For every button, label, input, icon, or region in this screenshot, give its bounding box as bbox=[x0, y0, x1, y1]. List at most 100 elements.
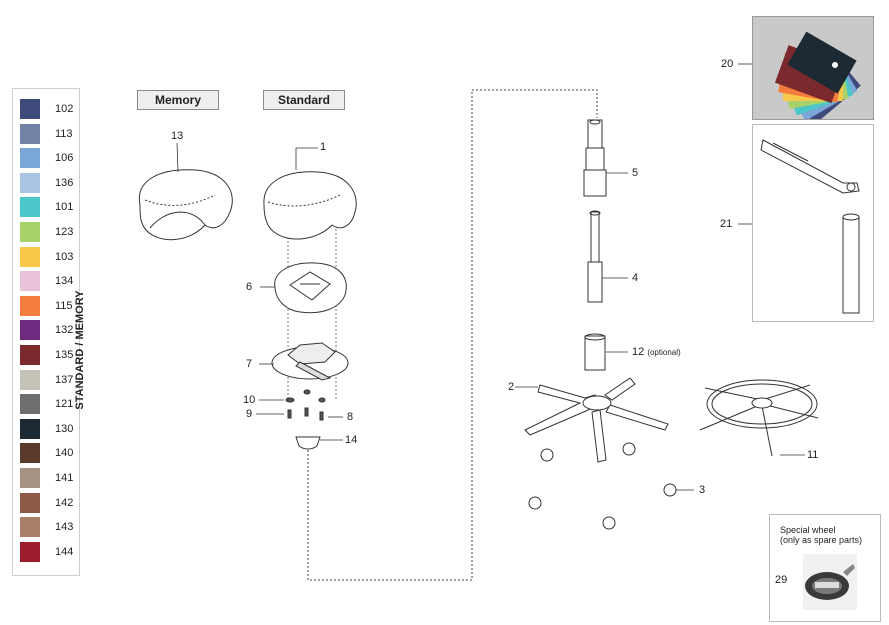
mechanism-plate-drawing bbox=[271, 342, 349, 381]
cap-drawing bbox=[295, 436, 321, 450]
color-code: 123 bbox=[55, 226, 74, 238]
memory-label: Memory bbox=[137, 90, 219, 110]
part-number-9: 9 bbox=[246, 408, 253, 420]
color-swatch bbox=[20, 369, 40, 390]
part-number-12: 12 (optional) bbox=[632, 346, 681, 358]
swatch-row-142: 142 bbox=[19, 492, 77, 515]
swatch-row-135: 135 bbox=[19, 345, 77, 367]
color-swatch bbox=[20, 271, 40, 292]
color-code: 102 bbox=[55, 103, 74, 115]
swatch-row-113: 113 bbox=[19, 123, 77, 146]
swatch-row-136: 136 bbox=[19, 172, 77, 195]
color-code: 113 bbox=[55, 127, 73, 140]
wheel-icon bbox=[805, 564, 855, 600]
special-wheel-box: Special wheel (only as spare parts) bbox=[769, 514, 881, 622]
part-number-2: 2 bbox=[508, 381, 515, 393]
casters-drawing bbox=[528, 442, 677, 530]
color-code: 103 bbox=[55, 250, 74, 263]
special-wheel-note: (only as spare parts) bbox=[780, 535, 863, 545]
standard-label: Standard bbox=[263, 90, 345, 110]
swatch-row-103: 103 bbox=[19, 246, 77, 269]
swatch-row-130: 130 bbox=[19, 418, 77, 441]
color-fan-drawing bbox=[774, 31, 861, 119]
part-number-10: 10 bbox=[243, 394, 256, 406]
color-samples-image bbox=[752, 16, 874, 120]
swatch-row-143: 143 bbox=[19, 517, 77, 539]
piston-drawing bbox=[587, 210, 603, 303]
color-swatch bbox=[20, 394, 40, 415]
swatch-row-134: 134 bbox=[19, 271, 77, 293]
color-swatch bbox=[20, 492, 40, 513]
part-12-optional-note: (optional) bbox=[647, 348, 681, 357]
color-swatch bbox=[20, 246, 40, 267]
color-swatch bbox=[20, 443, 40, 464]
color-swatch-panel: 102 113 106 136 101 123 103 134 115 132 135 137 121 1… bbox=[12, 88, 80, 576]
color-swatch bbox=[20, 345, 40, 365]
part-number-20: 20 bbox=[721, 58, 734, 70]
special-wheel-image bbox=[803, 554, 857, 610]
part-number-14: 14 bbox=[345, 434, 358, 446]
swatch-row-141: 141 bbox=[19, 468, 77, 490]
color-code: 141 bbox=[55, 472, 74, 484]
part-number-29: 29 bbox=[775, 574, 788, 586]
color-swatch bbox=[20, 99, 40, 119]
special-wheel-title: Special wheel bbox=[780, 525, 836, 535]
color-code: 101 bbox=[55, 201, 74, 214]
color-swatch bbox=[20, 123, 40, 144]
part-number-12-value: 12 bbox=[632, 346, 645, 358]
part-number-4: 4 bbox=[632, 272, 639, 284]
memory-seat-drawing bbox=[138, 169, 233, 241]
color-code: 142 bbox=[55, 496, 74, 509]
color-code: 143 bbox=[55, 521, 74, 534]
swatch-row-123: 123 bbox=[19, 222, 77, 244]
tool-drawing bbox=[760, 139, 860, 314]
color-swatch bbox=[20, 541, 40, 562]
color-code: 134 bbox=[55, 275, 74, 288]
base-foot-ring-drawing bbox=[699, 379, 819, 457]
color-code: 136 bbox=[55, 176, 74, 189]
color-swatch bbox=[20, 320, 40, 341]
color-code: 140 bbox=[55, 447, 74, 460]
swatch-row-137: 137 bbox=[19, 369, 77, 392]
swatch-row-140: 140 bbox=[19, 443, 77, 465]
tool-box bbox=[752, 124, 874, 322]
color-code: 121 bbox=[55, 398, 74, 411]
screws-drawing bbox=[285, 389, 326, 421]
swatch-row-106: 106 bbox=[19, 148, 77, 170]
color-code: 135 bbox=[55, 349, 74, 361]
seat-shell-drawing bbox=[274, 262, 347, 314]
color-code: 137 bbox=[55, 373, 74, 386]
part-number-8: 8 bbox=[347, 411, 354, 423]
part-number-11: 11 bbox=[807, 449, 819, 461]
part-number-6: 6 bbox=[246, 281, 253, 293]
extension-drawing bbox=[584, 333, 606, 371]
color-swatch bbox=[20, 418, 40, 439]
swatch-row-121: 121 bbox=[19, 394, 77, 416]
color-swatch bbox=[20, 468, 40, 488]
part-number-7: 7 bbox=[246, 358, 253, 370]
color-swatch bbox=[20, 197, 40, 218]
part-number-3: 3 bbox=[699, 484, 706, 496]
part-number-13: 13 bbox=[171, 130, 184, 142]
standard-seat-drawing bbox=[263, 171, 357, 240]
color-code: 132 bbox=[55, 324, 74, 337]
color-swatch bbox=[20, 222, 40, 242]
assembly-connector-line bbox=[307, 89, 598, 581]
swatch-row-101: 101 bbox=[19, 197, 77, 219]
part-number-21: 21 bbox=[720, 218, 733, 230]
gas-spring-drawing bbox=[583, 119, 607, 197]
swatch-row-115: 115 bbox=[19, 295, 77, 318]
color-swatch bbox=[20, 172, 40, 193]
color-code: 115 bbox=[55, 299, 73, 312]
swatch-row-144: 144 bbox=[19, 541, 77, 564]
part-number-1: 1 bbox=[320, 141, 327, 153]
part-number-5: 5 bbox=[632, 167, 639, 179]
color-code: 130 bbox=[55, 422, 74, 435]
color-swatch bbox=[20, 148, 40, 169]
color-code: 106 bbox=[55, 152, 74, 165]
swatch-row-102: 102 bbox=[19, 99, 77, 121]
five-star-base-drawing bbox=[524, 377, 669, 463]
color-swatch bbox=[20, 517, 40, 538]
swatch-row-132: 132 bbox=[19, 320, 77, 342]
